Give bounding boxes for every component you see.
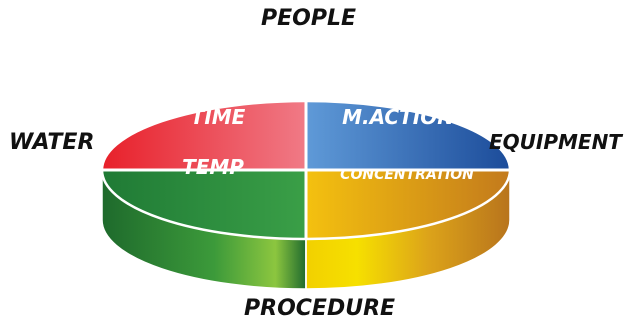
segment-maction	[306, 101, 510, 170]
segment-label-concentration: CONCENTRATION	[340, 167, 474, 183]
label-people: PEOPLE	[261, 6, 357, 31]
segment-concentration	[306, 170, 510, 239]
top-face-rim	[100, 99, 512, 241]
segment-label-maction: M.ACTION	[342, 105, 454, 129]
segment-time	[102, 101, 306, 170]
segment-temp	[102, 170, 306, 239]
label-procedure: PROCEDURE	[244, 296, 396, 321]
segment-label-time: TIME	[191, 105, 246, 129]
label-equipment: EQUIPMENT	[489, 130, 622, 154]
label-water: WATER	[9, 130, 95, 155]
segment-label-temp: TEMP	[182, 155, 244, 179]
